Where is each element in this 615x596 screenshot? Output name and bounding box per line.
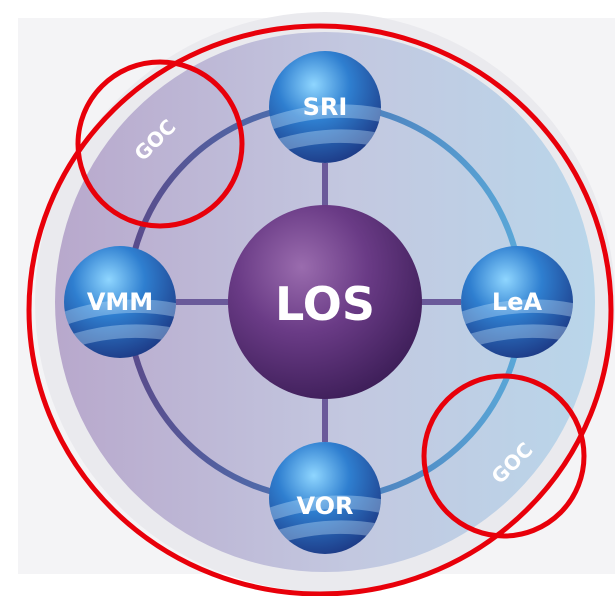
node-right: LeA bbox=[461, 246, 573, 358]
node-bottom-label: VOR bbox=[296, 492, 353, 520]
highlight-outer-ring bbox=[26, 23, 614, 596]
highlight-upper-left bbox=[75, 59, 245, 229]
node-bottom: VOR bbox=[269, 442, 381, 554]
node-right-label: LeA bbox=[492, 288, 543, 316]
highlight-lower-right bbox=[421, 373, 587, 539]
node-top-label: SRI bbox=[303, 93, 348, 121]
center-node-label: LOS bbox=[275, 277, 375, 331]
node-top: SRI bbox=[269, 51, 381, 163]
node-left-label: VMM bbox=[87, 288, 153, 316]
center-node bbox=[228, 205, 422, 399]
node-left: VMM bbox=[64, 246, 176, 358]
